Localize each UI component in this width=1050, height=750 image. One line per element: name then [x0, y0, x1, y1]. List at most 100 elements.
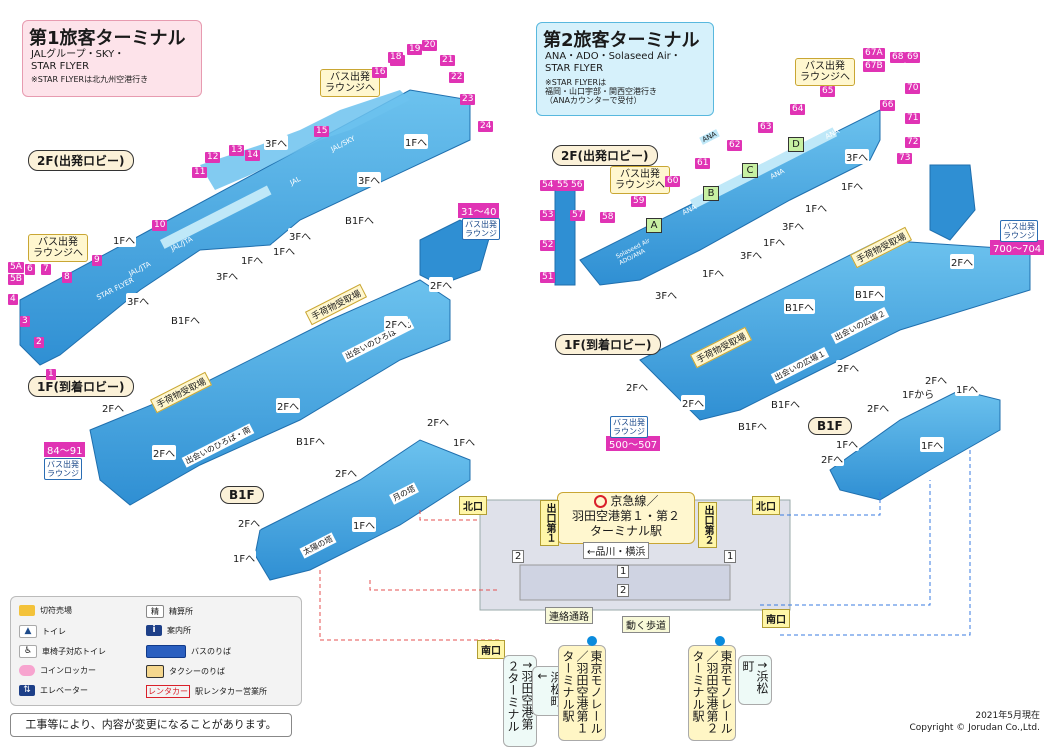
t1-to-b1f-c: B1Fへ: [295, 433, 326, 448]
t2-east-pier: [929, 164, 976, 241]
gate-3: 3: [20, 316, 30, 327]
t2-to-1f-f: 1Fへ: [835, 436, 860, 451]
gate-2: 2: [34, 337, 44, 348]
connector-t2-north: [780, 490, 881, 516]
north-exit-t2[interactable]: 北口: [752, 496, 780, 515]
footer-info: 2021年5月現在 Copyright © Jorudan Co.,Ltd.: [909, 710, 1040, 734]
legend-toilet: ▲ トイレ: [19, 625, 66, 638]
t2-to-1f-from: 1Fから: [901, 386, 936, 401]
t1-arrival-label: 1F(到着ロビー): [28, 376, 134, 397]
construction-notice: 工事等により、内容が変更になることがあります。: [10, 713, 292, 737]
t2-to-2f-a: 2Fへ: [950, 254, 975, 269]
exit-1[interactable]: 出口第１: [540, 500, 559, 546]
t2-counter-c: C: [742, 163, 758, 178]
t1-to-2f-h: 2Fへ: [426, 414, 451, 429]
t1-to-2f-f: 2Fへ: [237, 515, 262, 530]
t2-gate-range-arrival: 500～507: [606, 436, 661, 451]
legend-ticket-gate: 切符売場: [19, 605, 72, 616]
monorail-to-t2: ↑羽田空港第２ターミナル: [503, 655, 537, 747]
elevator-icon: ⇅: [19, 685, 35, 696]
t1-departure-label: 2F(出発ロビー): [28, 150, 134, 171]
t2-arrival-label: 1F(到着ロビー): [555, 334, 661, 355]
t2-to-3f-c: 3Fへ: [781, 218, 806, 233]
monorail-t1-icon: [587, 636, 597, 646]
gate-21: 21: [440, 55, 456, 66]
gate-24: 24: [478, 121, 494, 132]
exit-2[interactable]: 出口第２: [698, 502, 717, 548]
monorail-to-hamamatsucho: ↑浜松町: [738, 655, 772, 705]
track-1-east: 1: [724, 550, 737, 563]
gate-11: 11: [192, 167, 208, 178]
station-name-2: 羽田空港第１・第２: [571, 509, 680, 523]
terminal1-airlines-2: STAR FLYER: [31, 61, 90, 72]
gate-61: 61: [695, 158, 711, 169]
monorail-t2-station: 東京モノレール／羽田空港第２ターミナル駅: [688, 645, 736, 741]
legend-coin-locker-label: コインロッカー: [40, 666, 96, 675]
legend-information: i 案内所: [146, 625, 191, 636]
gate-62: 62: [727, 140, 743, 151]
terminal2-note-1: ※STAR FLYERは: [545, 78, 607, 87]
monorail-t1-station: 東京モノレール／羽田空港第１ターミナル駅: [558, 645, 606, 741]
gate-9: 9: [92, 255, 102, 266]
gate-13: 13: [229, 145, 245, 156]
legend-accessible-toilet-label: 車椅子対応トイレ: [42, 647, 106, 656]
t2-to-2f-e: 2Fへ: [866, 400, 891, 415]
gate-58: 58: [600, 212, 616, 223]
t1-to-2f-a: 2Fへ: [429, 277, 454, 292]
gate-16: 16: [372, 67, 388, 78]
south-exit-t1[interactable]: 南口: [477, 640, 505, 659]
t1-arrival-floor: [89, 279, 451, 506]
legend-elevator-label: エレベーター: [40, 686, 88, 695]
t1-bus-lounge-note-east: バス出発 ラウンジへ: [320, 69, 380, 97]
gate-4: 4: [8, 294, 18, 305]
coin-locker-icon: [19, 665, 35, 676]
t2-bus-stop-arrival: バス出発 ラウンジ: [610, 416, 648, 438]
copyright: Copyright © Jorudan Co.,Ltd.: [909, 723, 1040, 733]
connecting-passage: 連絡通路: [545, 607, 593, 624]
terminal1-note: ※STAR FLYERは北九州空港行き: [31, 75, 149, 84]
t2-to-b1f-a: B1Fへ: [854, 286, 885, 301]
legend-bus-stop-label: バスのりば: [191, 647, 231, 656]
gate-54: 54: [540, 180, 556, 191]
t1-departure-floor: [19, 89, 471, 366]
t1-to-b1f-a: B1Fへ: [170, 312, 201, 327]
t2-to-1f-a: 1Fへ: [701, 265, 726, 280]
gate-68: 68: [890, 52, 906, 63]
legend-toilet-label: トイレ: [42, 627, 66, 636]
track-2-west: 2: [512, 550, 525, 563]
gate-56: 56: [569, 180, 585, 191]
gate-14: 14: [245, 150, 261, 161]
north-exit-t1[interactable]: 北口: [459, 496, 487, 515]
t1-to-1f-a: 1Fへ: [112, 232, 137, 247]
gate-6: 6: [25, 264, 35, 275]
gate-12: 12: [205, 152, 221, 163]
t2-to-2f-c: 2Fへ: [681, 395, 706, 410]
gate-18: 18: [388, 52, 404, 63]
gate-8: 8: [62, 272, 72, 283]
station-name-3: ターミナル駅: [589, 524, 662, 538]
connector-t1-south: [319, 570, 500, 641]
south-exit-t2[interactable]: 南口: [762, 609, 790, 628]
gate-69: 69: [905, 52, 921, 63]
terminal2-title: 第2旅客ターミナル: [543, 30, 700, 51]
t1-to-1f-b: 1Fへ: [240, 252, 265, 267]
t2-to-2f-f: 2Fへ: [924, 372, 949, 387]
t2-to-2f-d: 2Fへ: [625, 379, 650, 394]
t2-to-b1f-b: B1Fへ: [784, 299, 815, 314]
t1-to-3f-d: 3Fへ: [264, 135, 289, 150]
taxi-icon: [146, 665, 164, 678]
t1-bus-lounge-note: バス出発 ラウンジへ: [28, 234, 88, 262]
legend-elevator: ⇅ エレベーター: [19, 685, 88, 696]
rental-car-badge: レンタカー: [146, 685, 190, 698]
t2-departure-label: 2F(出発ロビー): [552, 145, 658, 166]
gate-65: 65: [820, 86, 836, 97]
legend-accessible-toilet: ♿ 車椅子対応トイレ: [19, 645, 106, 658]
terminal2-note-3: （ANAカウンターで受付）: [545, 96, 642, 105]
terminal1-airlines: JALグループ・SKY・: [31, 49, 125, 60]
t2-to-1f-g: 1Fへ: [920, 437, 945, 452]
t2-to-b1f-c: B1Fへ: [770, 396, 801, 411]
t1-departure-floor-upper: [200, 90, 410, 190]
legend-refinement: 精 精算所: [146, 605, 193, 618]
legend-ticket-gate-label: 切符売場: [40, 606, 72, 615]
gate-72: 72: [905, 137, 921, 148]
